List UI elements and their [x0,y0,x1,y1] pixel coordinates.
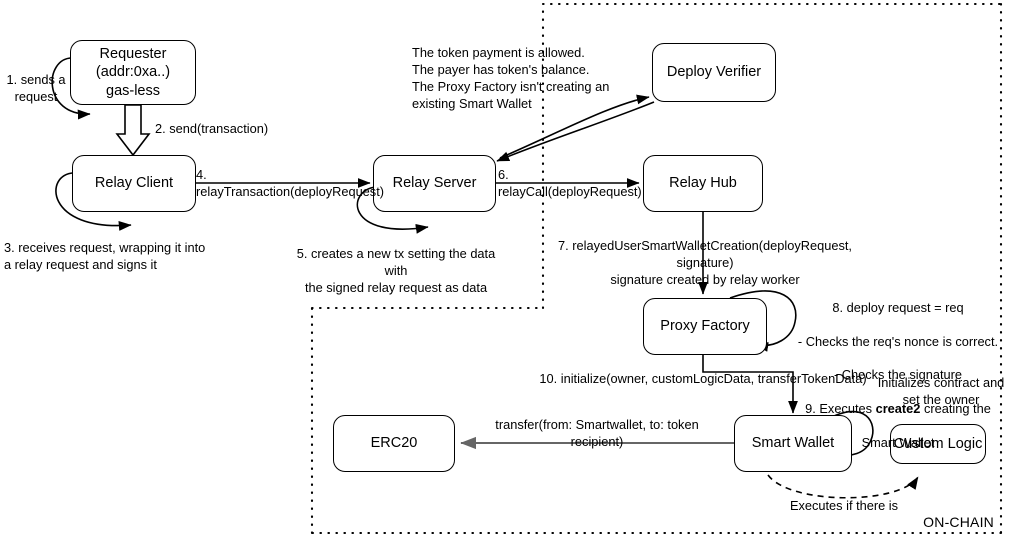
label-step2: 2. send(transaction) [155,121,269,136]
label-step3: 3. receives request, wrapping it into a … [4,240,206,272]
node-relay-server[interactable]: Relay Server [373,155,496,212]
node-relay-hub[interactable]: Relay Hub [643,155,763,212]
arrow-step2-block [115,104,151,157]
node-erc20[interactable]: ERC20 [333,415,455,472]
node-custom-logic-label: Custom Logic [893,435,983,452]
node-erc20-label: ERC20 [370,435,418,452]
factory-note-line3: - Checks the signature [833,367,963,383]
node-relay-client-label: Relay Client [94,175,174,192]
node-smart-wallet-label: Smart Wallet [751,435,835,452]
node-deploy-verifier-label: Deploy Verifier [666,64,762,81]
label-step4: 4. relayTransaction(deployRequest) [196,167,385,199]
node-relay-hub-label: Relay Hub [669,175,737,192]
factory-note-line1: 8. deploy request = req [832,299,964,315]
node-custom-logic[interactable]: Custom Logic [890,424,986,464]
factory-note-create2: create2 [875,401,921,417]
node-relay-server-label: Relay Server [392,175,477,192]
factory-note-line4-post: creating the [920,401,991,417]
factory-note-line4-pre: 9. Executes [805,401,876,417]
node-proxy-factory[interactable]: Proxy Factory [643,298,767,355]
label-factory-note: 8. deploy request = req - Checks the req… [790,283,1006,452]
node-relay-client[interactable]: Relay Client [72,155,196,212]
node-requester[interactable]: Requester (addr:0xa..) gas-less [70,40,196,105]
label-verifier-note: The token payment is allowed. The payer … [412,45,610,111]
node-smart-wallet[interactable]: Smart Wallet [734,415,852,472]
label-transfer: transfer(from: Smartwallet, to: token re… [495,417,699,449]
factory-note-line2: - Checks the req's nonce is correct. [797,333,999,349]
label-initializes-contract: Initializes contract and set the owner [877,375,1005,407]
label-step5: 5. creates a new tx setting the data wit… [296,246,496,295]
label-on-chain: ON-CHAIN [923,514,994,530]
factory-note-line5: Smart Wallet [861,435,935,451]
label-executes-if-there-is: Executes if there is [789,498,899,513]
node-proxy-factory-label: Proxy Factory [660,318,750,335]
node-requester-label: Requester (addr:0xa..) gas-less [95,46,171,99]
label-step1: 1. sends a request [6,72,66,104]
label-step7: 7. relayedUserSmartWalletCreation(deploy… [558,238,852,287]
node-deploy-verifier[interactable]: Deploy Verifier [652,43,776,102]
arrow-executes-dashed [767,474,919,499]
label-step6: 6. relayCall(deployRequest) [498,167,642,199]
